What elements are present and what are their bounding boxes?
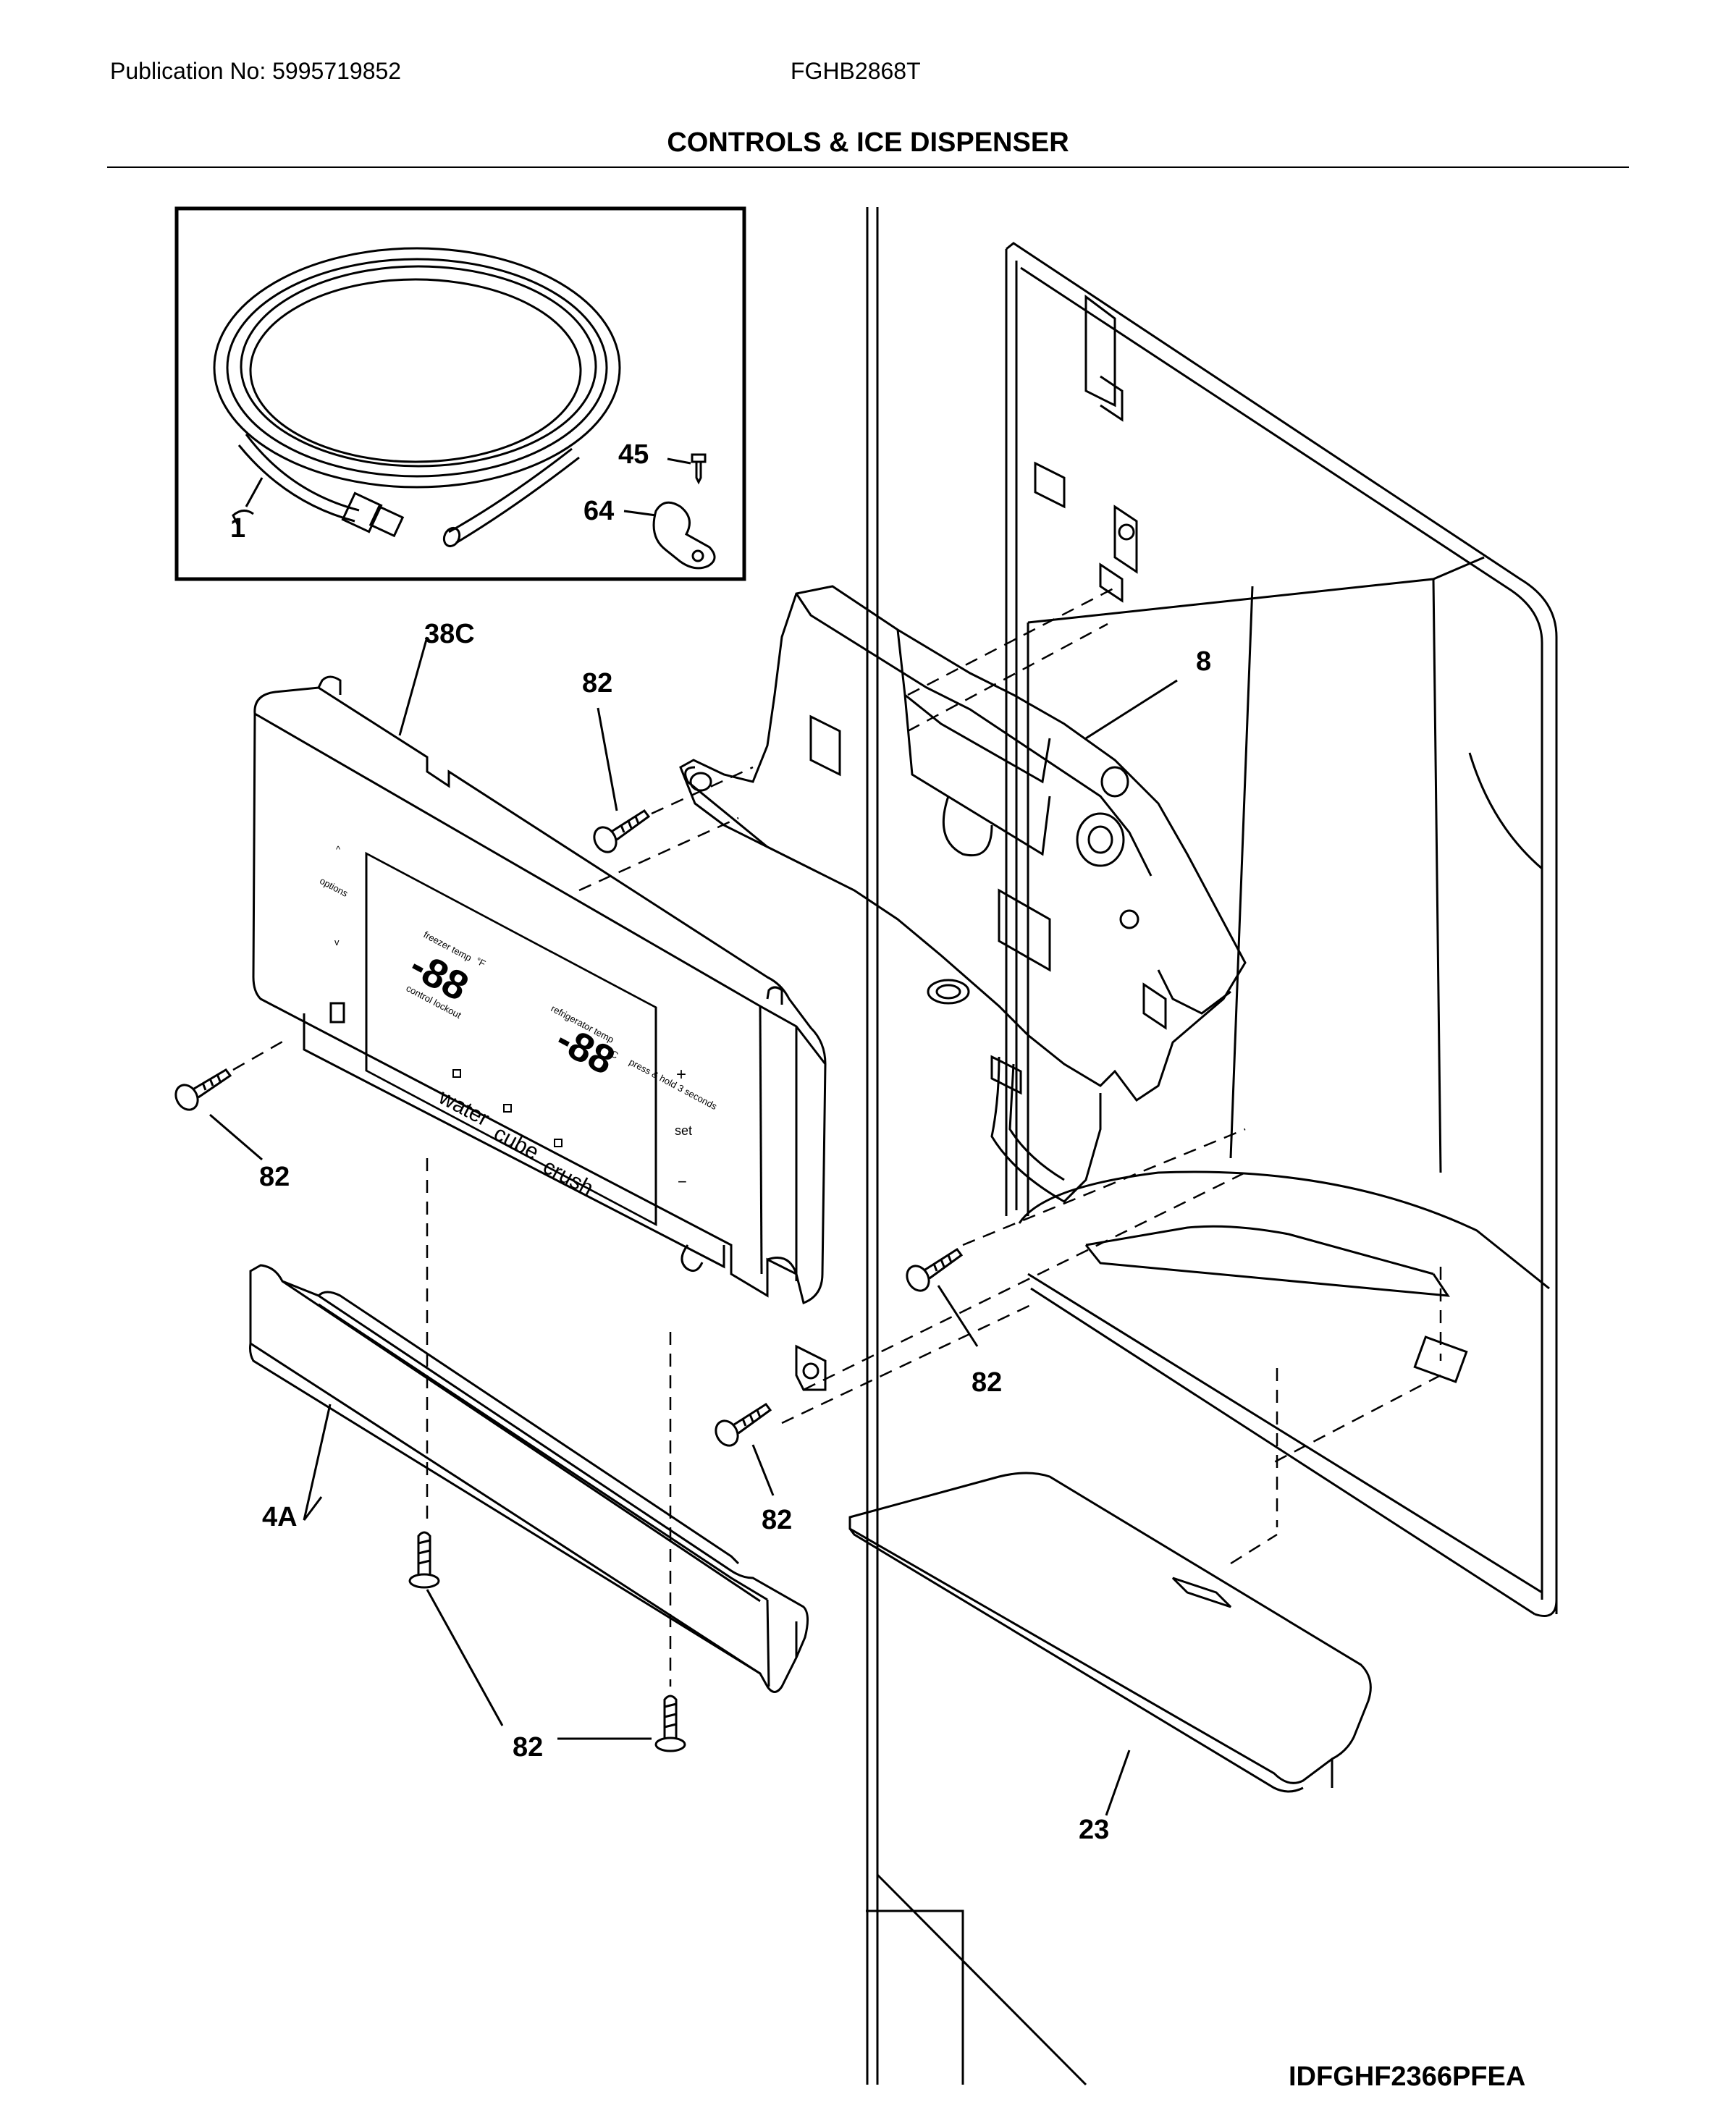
callout-8: 8 bbox=[1196, 646, 1211, 677]
callout-64: 64 bbox=[583, 496, 614, 526]
screw-82-left-drawing bbox=[174, 1068, 232, 1111]
control-panel-labels: ^ options v freezer temp -88 control loc… bbox=[318, 844, 719, 1201]
water-tubing-drawing bbox=[213, 247, 621, 548]
header-divider bbox=[107, 166, 1629, 168]
page-title: CONTROLS & ICE DISPENSER bbox=[667, 127, 1069, 158]
clamp-64-drawing bbox=[652, 501, 716, 570]
callout-82-bottom: 82 bbox=[513, 1732, 543, 1763]
callout-82-mid: 82 bbox=[762, 1505, 792, 1535]
panel-down-arrow[interactable]: v bbox=[334, 937, 340, 948]
control-panel-drawing bbox=[252, 675, 827, 1391]
callout-23: 23 bbox=[1079, 1815, 1109, 1845]
callout-82-left: 82 bbox=[259, 1162, 290, 1192]
fridge-unit-label: °C bbox=[606, 1046, 620, 1060]
publication-number: Publication No: 5995719852 bbox=[110, 58, 402, 84]
screw-82-mid-drawing bbox=[715, 1402, 772, 1447]
callout-4a: 4A bbox=[262, 1502, 298, 1532]
callout-82-top: 82 bbox=[582, 668, 612, 699]
screw-82-vertical-left-drawing bbox=[408, 1531, 440, 1589]
screw-82-top-drawing bbox=[593, 809, 651, 853]
freezer-unit-label: °F bbox=[474, 955, 488, 969]
panel-set-button[interactable]: set bbox=[675, 1123, 692, 1138]
panel-minus-button[interactable]: − bbox=[678, 1173, 687, 1191]
callout-leader-lines bbox=[209, 457, 1178, 1816]
dispenser-paddle-drawing bbox=[990, 1056, 1102, 1203]
panel-water-button[interactable]: water bbox=[434, 1085, 493, 1131]
panel-up-arrow[interactable]: ^ bbox=[336, 844, 341, 855]
dispenser-housing-drawing bbox=[679, 585, 1247, 1102]
drip-tray-drawing bbox=[848, 1472, 1372, 1793]
panel-crush-button[interactable]: crush bbox=[539, 1155, 597, 1201]
callout-82-right: 82 bbox=[972, 1367, 1002, 1398]
tubing-inset-box bbox=[174, 206, 746, 581]
panel-options-button[interactable]: options bbox=[318, 875, 350, 899]
model-number: FGHB2868T bbox=[791, 58, 921, 84]
screw-82-right-drawing bbox=[906, 1247, 964, 1292]
fresh-food-liner-drawing bbox=[866, 207, 1558, 2086]
screw-45-drawing bbox=[691, 453, 707, 485]
assembly-dashed-lines bbox=[232, 586, 1442, 1687]
callout-1: 1 bbox=[230, 513, 245, 544]
press-hold-label: press & hold 3 seconds bbox=[628, 1056, 720, 1112]
screw-82-vertical-right-drawing bbox=[654, 1695, 686, 1752]
liner-brackets-drawing bbox=[1034, 295, 1138, 603]
callouts: 1 45 64 38C 82 8 82 82 4A 82 82 23 bbox=[230, 439, 1211, 1845]
callout-38c: 38C bbox=[424, 619, 475, 649]
callout-45: 45 bbox=[618, 439, 649, 470]
trim-4a-drawing bbox=[249, 1264, 809, 1693]
panel-cube-button[interactable]: cube bbox=[490, 1121, 543, 1165]
diagram-code: IDFGHF2366PFEA bbox=[1289, 2062, 1526, 2092]
panel-plus-button[interactable]: + bbox=[676, 1065, 686, 1084]
